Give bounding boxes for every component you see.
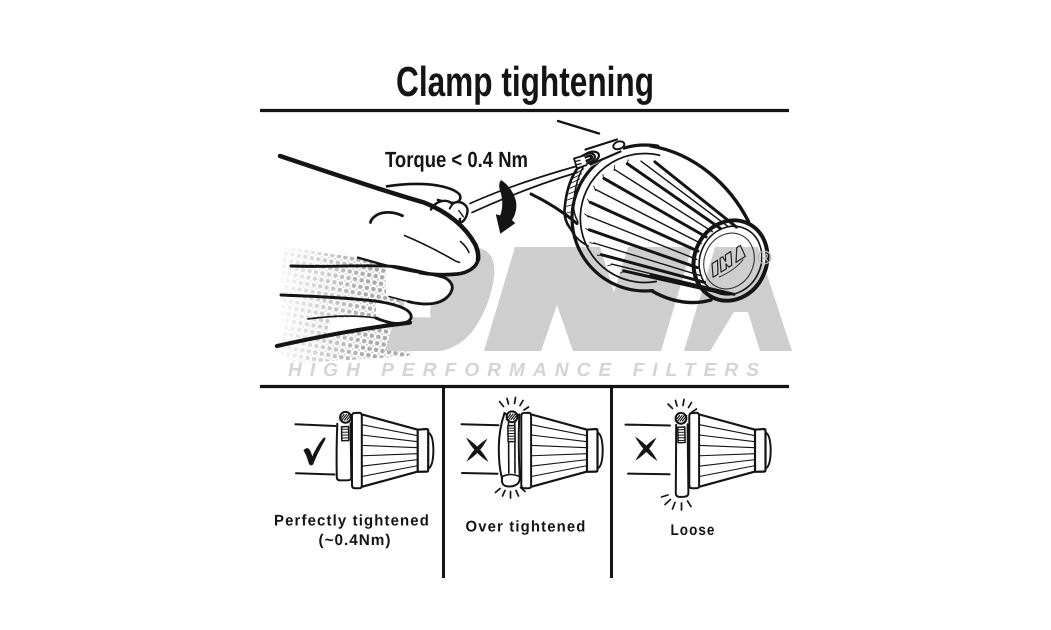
svg-text:Clamp tightening: Clamp tightening: [396, 58, 654, 105]
svg-text:(~0.4Nm): (~0.4Nm): [319, 532, 392, 549]
svg-text:Over tightened: Over tightened: [466, 519, 587, 536]
svg-text:HIGH PERFORMANCE FILTERS: HIGH PERFORMANCE FILTERS: [288, 360, 767, 381]
svg-text:Loose: Loose: [671, 522, 716, 539]
svg-text:Perfectly tightened: Perfectly tightened: [274, 513, 430, 530]
svg-text:Torque < 0.4 Nm: Torque < 0.4 Nm: [385, 147, 528, 172]
